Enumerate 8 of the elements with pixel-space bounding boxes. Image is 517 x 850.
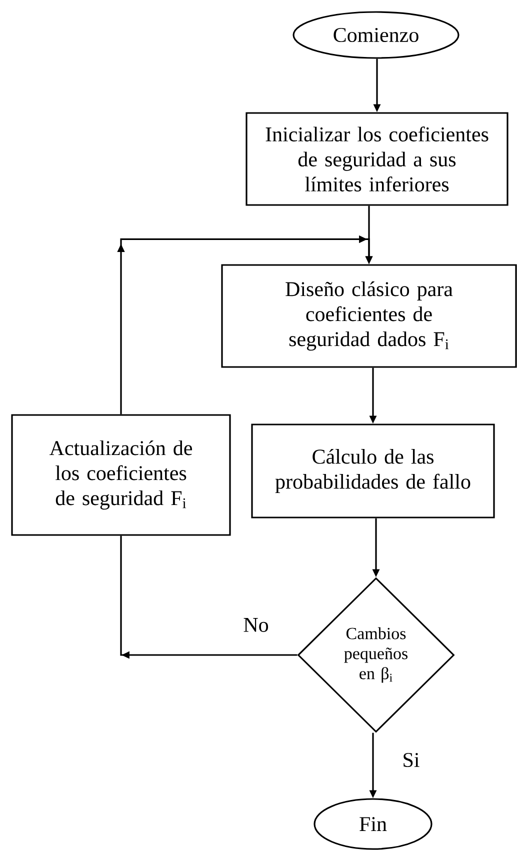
process-box: Cálculo de las probabilidades de fallo: [251, 424, 495, 518]
process-box: Inicializar los coeficientes de seguridad a sus límites inferiores: [246, 112, 508, 206]
process-box: Actualización de los coeficientes de seguridad F$_{i}$: [11, 414, 231, 536]
process-box: Diseño clásico para coeficientes de seguridad dados F$_{i}$: [221, 264, 517, 368]
arrow: [120, 536, 298, 659]
edge-label: No: [244, 618, 268, 632]
edge-label: Si: [404, 752, 420, 768]
arrow: [117, 235, 373, 414]
